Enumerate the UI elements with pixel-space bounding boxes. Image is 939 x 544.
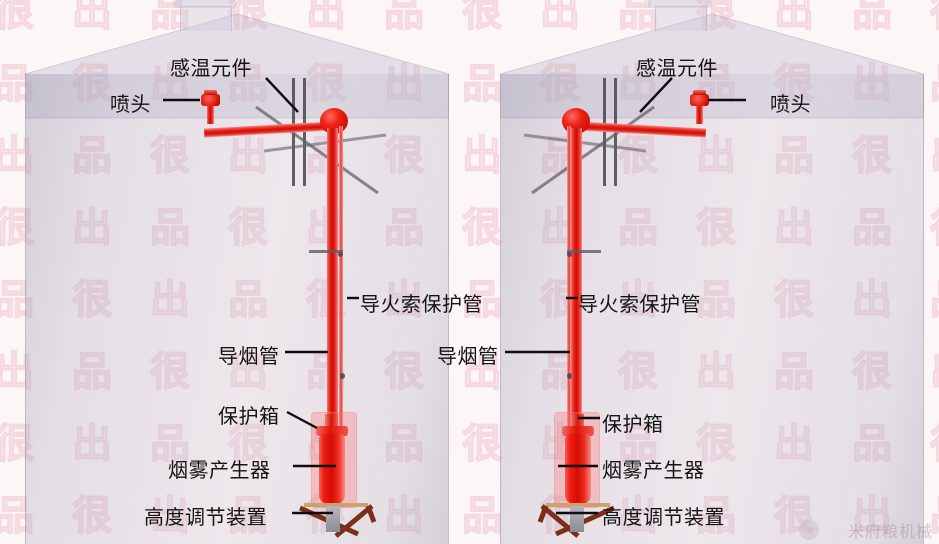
- temperature-sensor-diagonal-rods: [255, 105, 387, 195]
- temperature-sensor-rod-1: [603, 78, 606, 186]
- height-adjust-plate-right: [546, 503, 610, 507]
- leader-prot-box-left: [286, 410, 318, 430]
- label-nozzle-left: 喷头: [110, 92, 151, 116]
- smoke-tube-right: [571, 128, 582, 426]
- label-fuse-tube-right: 导火索保护管: [578, 292, 701, 316]
- smoke-tube-left: [327, 128, 338, 426]
- smoke-generator-neck-left: [325, 414, 338, 428]
- leader-sensor-right: [639, 77, 673, 113]
- sprinkler-assembly-right: [470, 0, 939, 544]
- label-prot-box-left: 保护箱: [218, 404, 280, 428]
- pipe-fitting-right: [567, 252, 572, 257]
- nozzle-riser-right: [696, 102, 703, 124]
- sprinkler-assembly-left: [201, 78, 387, 538]
- leader-sensor-left: [265, 77, 299, 113]
- watermark-text: 米府粮机械: [847, 522, 933, 541]
- silo-left-roof: [25, 13, 449, 119]
- silo-left-chimney-cap: [173, 0, 237, 8]
- temperature-sensor-diagonal-rods: [523, 105, 655, 195]
- smoke-generator-shoulder-right: [562, 426, 594, 436]
- label-smoke-tube-left: 导烟管: [218, 344, 280, 368]
- pipe-fitting-left: [338, 252, 343, 257]
- label-smoke-gen-right: 烟雾产生器: [602, 458, 705, 482]
- label-sensor-left: 感温元件: [170, 56, 252, 80]
- pipe-clamp-left: [309, 250, 343, 253]
- label-smoke-tube-right: 导烟管: [437, 344, 499, 368]
- temperature-sensor-rod-2: [303, 78, 306, 186]
- label-smoke-gen-left: 烟雾产生器: [168, 458, 271, 482]
- fuse-protection-tube-left: [339, 126, 343, 426]
- sprinkler-nozzle-cap-left: [204, 90, 217, 95]
- silo-left-wall: [25, 74, 449, 544]
- label-nozzle-right: 喷头: [770, 92, 811, 116]
- silo-right-roof: [500, 13, 924, 119]
- label-height-adj-right: 高度调节装置: [602, 505, 725, 529]
- silo-left-chimney: [180, 6, 232, 31]
- smoke-generator-right: [565, 434, 591, 504]
- watermark-logo-icon: [799, 520, 819, 540]
- sprinkler-nozzle-right: [690, 94, 709, 106]
- silo-left: [25, 0, 449, 544]
- pipe-clamp-right: [567, 250, 601, 253]
- smoke-generator-left: [319, 434, 345, 504]
- label-prot-box-right: 保护箱: [602, 412, 664, 436]
- label-fuse-tube-left: 导火索保护管: [360, 292, 483, 316]
- pipe-fitting-lower-right: [567, 373, 572, 379]
- fuse-protection-tube-right: [567, 126, 571, 426]
- label-sensor-right: 感温元件: [636, 56, 718, 80]
- sprinkler-nozzle-left: [201, 94, 220, 106]
- nozzle-riser-left: [207, 102, 214, 124]
- height-adjust-plate-left: [304, 503, 368, 507]
- smoke-generator-shoulder-left: [316, 426, 348, 436]
- pipe-fitting-lower-left: [340, 373, 345, 379]
- label-height-adj-left: 高度调节装置: [144, 505, 267, 529]
- sprinkler-nozzle-cap-right: [693, 90, 706, 95]
- silo-right-chimney: [655, 6, 707, 31]
- silo-right-chimney-cap: [648, 0, 712, 8]
